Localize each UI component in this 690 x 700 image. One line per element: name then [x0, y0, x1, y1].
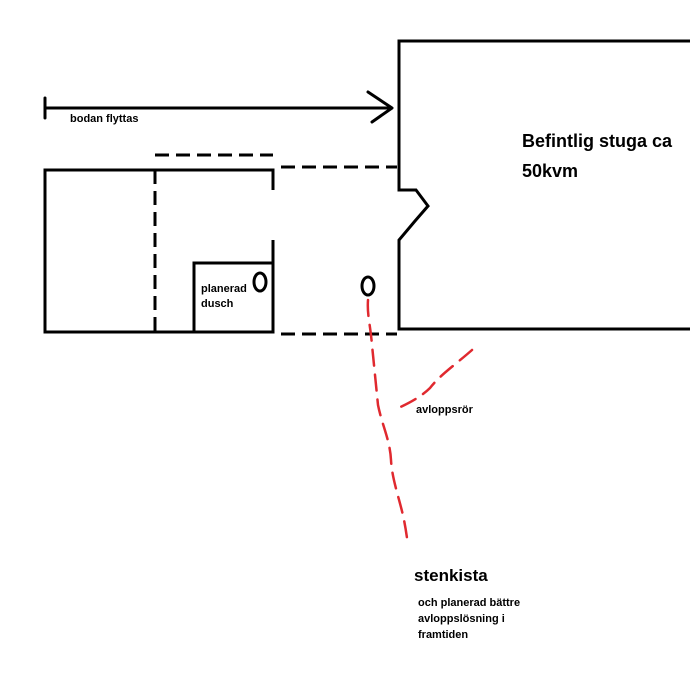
move-arrow-head: [366, 90, 394, 124]
shower-room-wall: [192, 261, 273, 332]
future-solution-line2: avloppslösning i: [418, 613, 505, 625]
stone-pit-label: stenkista: [414, 566, 488, 585]
existing-cabin-label-line1: Befintlig stuga ca: [522, 131, 673, 151]
drain-points: [252, 271, 376, 297]
shower-drain-marker: [252, 271, 268, 293]
dashed-outlines: [153, 153, 397, 336]
move-note-label: bodan flyttas: [70, 113, 139, 125]
future-solution-line1: och planerad bättre: [418, 597, 521, 609]
move-arrow: [43, 90, 394, 124]
existing-cabin-outline: [397, 39, 690, 331]
shower-label-line1: planerad: [201, 283, 247, 295]
existing-cabin-label-line2: 50kvm: [522, 161, 579, 181]
drain-pipe-branch: [392, 348, 474, 412]
shed-outer-wall: [43, 168, 275, 334]
drain-pipe-label: avloppsrör: [416, 404, 473, 416]
shower-label-line2: dusch: [201, 298, 234, 310]
floor-drain-marker: [360, 275, 376, 297]
drain-pipe-main: [366, 298, 410, 547]
existing-cabin: [397, 39, 690, 331]
shed: [43, 168, 275, 334]
future-solution-line3: framtiden: [418, 629, 469, 641]
drain-pipe: [366, 298, 474, 547]
